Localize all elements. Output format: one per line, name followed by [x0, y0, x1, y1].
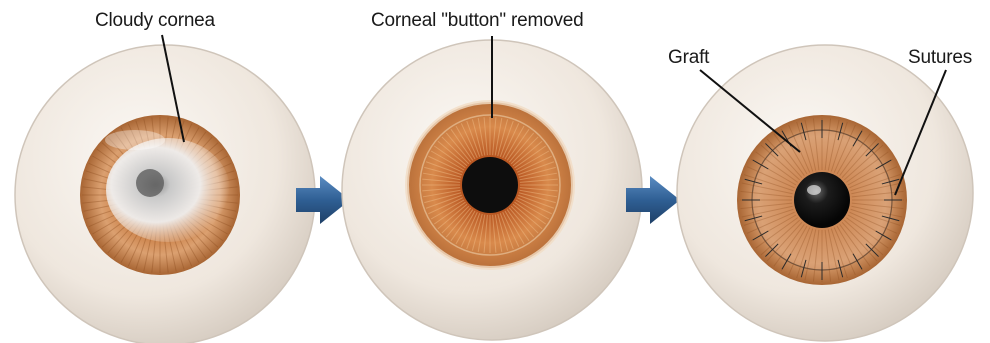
pupil-2 — [462, 157, 518, 213]
panel-cloudy-cornea: Cloudy cornea — [15, 10, 315, 343]
panel-button-removed: Corneal "button" removed — [342, 10, 642, 340]
panel-graft: Graft Sutures — [668, 45, 973, 341]
label-button-removed: Corneal "button" removed — [371, 10, 584, 31]
label-cloudy-cornea: Cloudy cornea — [95, 10, 216, 31]
pupil-3 — [794, 172, 850, 228]
cornea-highlight-1 — [105, 130, 165, 150]
label-sutures: Sutures — [908, 47, 972, 68]
label-graft: Graft — [668, 47, 710, 68]
pupil-highlight — [807, 185, 821, 195]
pupil-1 — [136, 169, 164, 197]
cloudy-opacity — [106, 138, 230, 242]
